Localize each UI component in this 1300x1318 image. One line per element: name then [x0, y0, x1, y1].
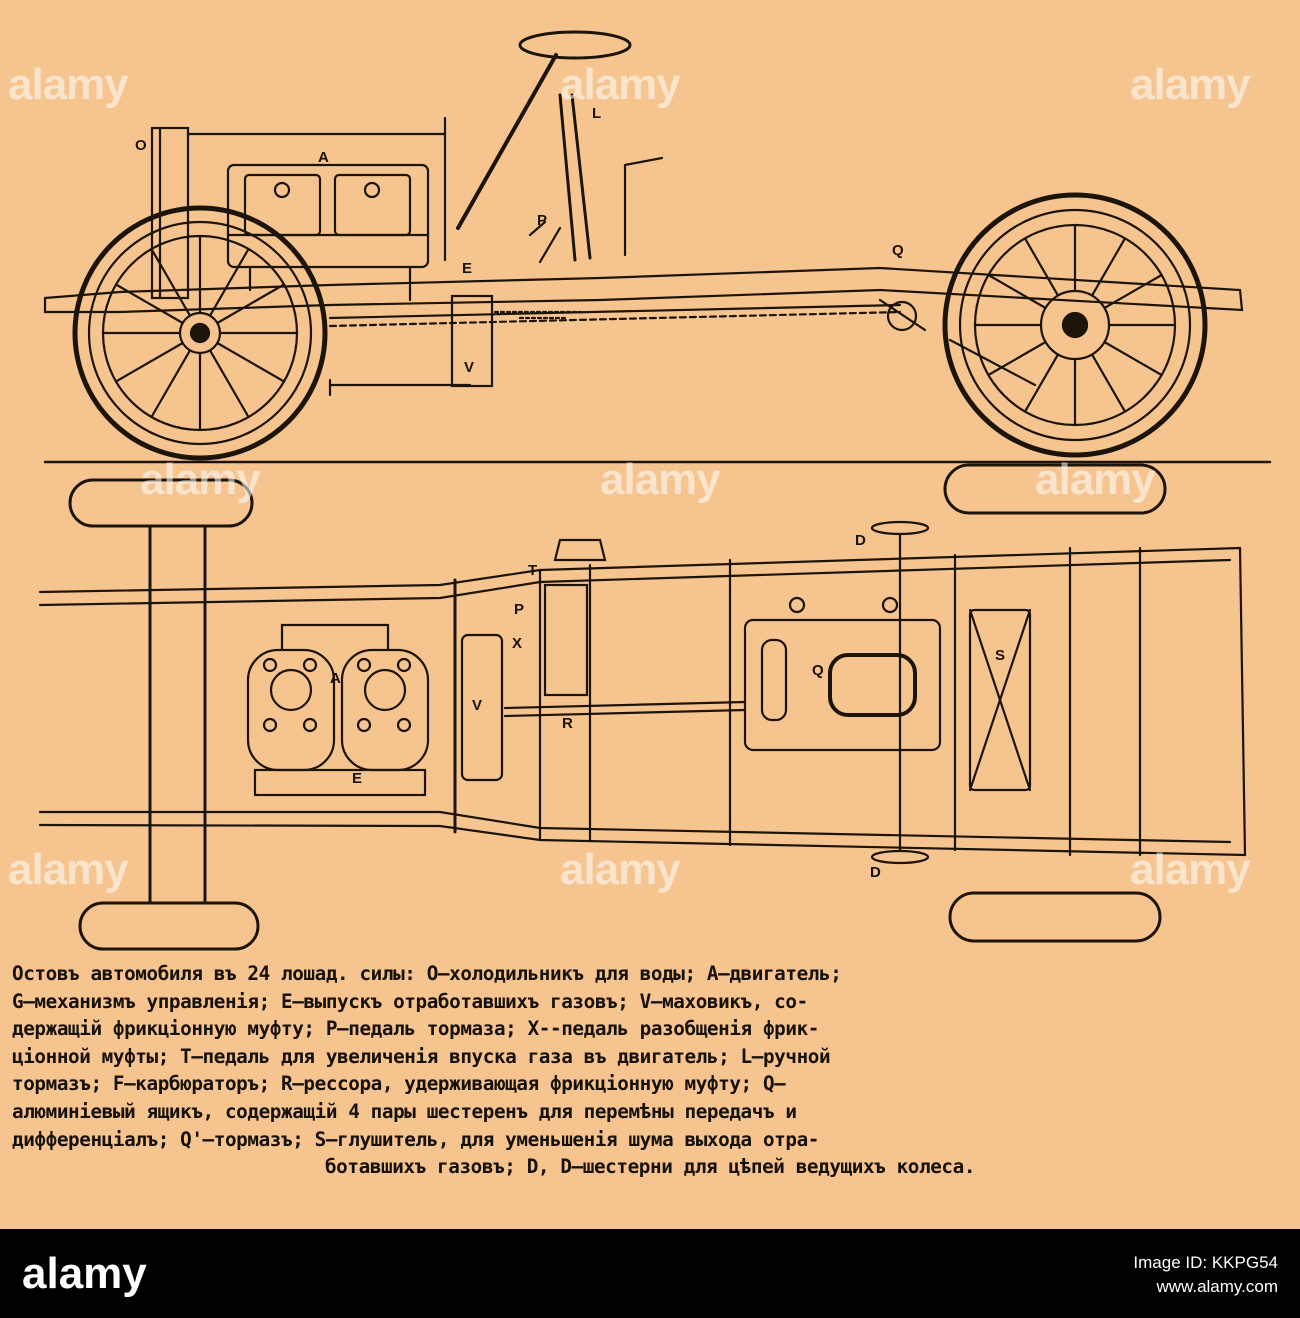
flywheel-side	[450, 294, 494, 388]
label-plan-R: R	[562, 715, 573, 732]
flywheel-plan	[460, 633, 504, 782]
wheel-spoke	[1090, 237, 1127, 297]
wheel-spoke	[114, 341, 184, 383]
label-plan-X: X	[512, 635, 522, 652]
radiator	[150, 126, 190, 300]
image-id: Image ID: KKPG54	[1133, 1253, 1278, 1272]
rear-wheel-side	[942, 192, 1208, 458]
front-wheel-side	[72, 205, 328, 461]
side-frame	[43, 266, 1244, 314]
caption-last-line: ботавшихъ газовъ; D, D—шестерни для цѣпе…	[324, 1155, 976, 1179]
label-plan-E: E	[352, 770, 362, 787]
front-right-wheel-plan	[78, 901, 260, 951]
wheel-spoke	[208, 349, 250, 419]
silencer-plan	[968, 608, 1032, 792]
wheel-spoke	[208, 247, 250, 317]
wheel-spoke	[1090, 353, 1127, 413]
wheel-spoke	[987, 340, 1047, 377]
label-plan-D2: D	[870, 864, 881, 881]
wheel-spoke	[987, 273, 1047, 310]
label-side-Q: Q	[892, 242, 904, 259]
label-side-L: L	[592, 105, 601, 122]
caption-line: G—механизмъ управленія; E—выпускъ отрабо…	[12, 989, 808, 1013]
stock-footer: alamy Image ID: KKPG54 www.alamy.com	[0, 1229, 1300, 1318]
label-plan-A: A	[330, 670, 341, 687]
label-plan-Q: Q	[812, 662, 824, 679]
caption-line: дифференціалъ; Q'—тормазъ; S—глушитель, …	[12, 1127, 819, 1151]
wheel-spoke	[150, 247, 192, 317]
gearbox-plan	[743, 596, 942, 752]
engine-block-side	[226, 163, 430, 269]
rear-left-wheel-plan	[943, 463, 1167, 515]
wheel-spoke	[1103, 340, 1163, 377]
footer-url: www.alamy.com	[1156, 1277, 1278, 1296]
plan-frame	[38, 546, 1247, 857]
rear-right-wheel-plan	[948, 891, 1162, 943]
label-plan-D1: D	[855, 532, 866, 549]
label-plan-S: S	[995, 647, 1005, 664]
label-plan-P: P	[514, 601, 524, 618]
steering-column	[456, 53, 558, 230]
label-side-O: O	[135, 137, 147, 154]
footer-info: Image ID: KKPG54 www.alamy.com	[1133, 1251, 1278, 1299]
alamy-logo: alamy	[22, 1249, 147, 1298]
caption-line: ціонной муфты; T—педаль для увеличенія в…	[12, 1044, 831, 1068]
figure-caption: Остовъ автомобиля въ 24 лошад. силы: O—х…	[12, 960, 1288, 1181]
wheel-spoke	[1023, 237, 1060, 297]
caption-line: держащій фрикціонную муфту; P—педаль тор…	[12, 1017, 819, 1041]
wheel-spoke	[216, 283, 286, 325]
steering-wheel	[518, 30, 632, 60]
label-plan-V: V	[472, 697, 482, 714]
caption-line: алюминіевый ящикъ, содержащій 4 пары шес…	[12, 1099, 797, 1123]
front-left-wheel-plan	[68, 478, 254, 528]
label-side-V: V	[464, 359, 474, 376]
wheel-spoke	[1023, 353, 1060, 413]
caption-line: тормазъ; F—карбюраторъ; R—рессора, удерж…	[12, 1072, 786, 1096]
wheel-spoke	[216, 341, 286, 383]
label-side-P: P	[537, 212, 547, 229]
label-side-A: A	[318, 149, 329, 166]
chassis-drawing: O A L P E V Q A E V Q S D D T P X R	[38, 30, 1272, 951]
engine-plan	[246, 623, 430, 797]
caption-line: Остовъ автомобиля въ 24 лошад. силы: O—х…	[12, 962, 842, 985]
label-plan-T: T	[528, 562, 537, 579]
wheel-spoke	[150, 349, 192, 419]
label-side-E: E	[462, 260, 472, 277]
